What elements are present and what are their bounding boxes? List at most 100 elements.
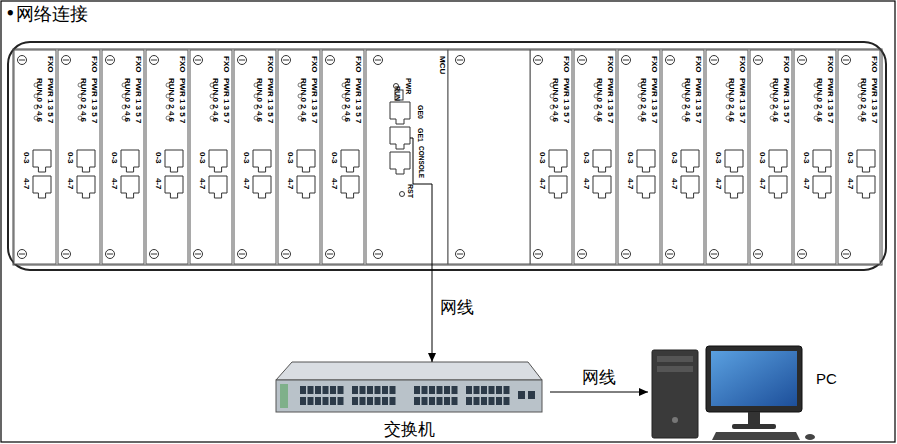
screw-slot — [107, 254, 113, 255]
rj45-port — [725, 176, 743, 198]
switch-port — [360, 397, 366, 405]
screw — [622, 56, 631, 65]
fxo-card — [146, 50, 188, 264]
card-label: 4-7 — [582, 178, 590, 190]
screw-slot — [151, 60, 157, 61]
screw-slot — [63, 254, 69, 255]
card-label: FXO — [826, 56, 834, 72]
cards — [14, 50, 880, 264]
screw-slot — [19, 254, 25, 255]
card-label: 0-3 — [626, 152, 634, 164]
switch-port — [429, 386, 435, 394]
screw-slot — [711, 60, 717, 61]
card-label: PWR 1 3 5 7 — [694, 78, 702, 123]
switch-port — [414, 386, 420, 394]
rj45-port — [341, 176, 359, 198]
switch-port — [444, 386, 450, 394]
switch-port — [422, 386, 428, 394]
card-label: FXO — [222, 56, 230, 72]
screw — [18, 250, 27, 259]
screw-slot — [623, 60, 629, 61]
fxo-card — [234, 50, 276, 264]
card-label: RUN 0 2 4 6 — [167, 78, 175, 122]
card-label: 4-7 — [154, 178, 162, 190]
card-label: RUN 0 2 4 6 — [859, 78, 867, 122]
switch-port — [496, 386, 502, 394]
screw — [374, 56, 383, 65]
screw-slot — [843, 60, 849, 61]
switch-port — [437, 397, 443, 405]
switch-port — [323, 397, 329, 405]
fxo-card — [322, 50, 364, 264]
switch-port — [330, 397, 336, 405]
card-label: 4-7 — [330, 178, 338, 190]
edge-label: 网线 — [580, 369, 618, 386]
screw-slot — [195, 254, 201, 255]
fxo-card — [838, 50, 880, 264]
uplink-port — [518, 391, 525, 399]
rj45-port — [253, 150, 271, 172]
card-label: 4-7 — [286, 178, 294, 190]
screw — [710, 250, 719, 259]
switch-port — [504, 386, 510, 394]
switch-port — [323, 386, 329, 394]
screw — [374, 250, 383, 259]
screw — [578, 250, 587, 259]
card-label: FXO — [782, 56, 790, 72]
card-label: RUN 0 2 4 6 — [255, 78, 263, 122]
rj45-port — [209, 150, 227, 172]
switch-port — [330, 386, 336, 394]
card-label: PWR 1 3 5 7 — [310, 78, 318, 123]
rj45-port — [297, 150, 315, 172]
rj45-port — [390, 102, 410, 124]
card-label: 0-3 — [802, 152, 810, 164]
card-label: PWR 1 3 5 7 — [90, 78, 98, 123]
screw — [282, 250, 291, 259]
card-label: 4-7 — [242, 178, 250, 190]
switch-port — [382, 397, 388, 405]
mcu-label: CONSOLE — [418, 146, 425, 178]
cable-leader — [410, 138, 432, 264]
card-label: RUN 0 2 4 6 — [79, 78, 87, 122]
mcu-label: PWR — [405, 78, 412, 94]
switch-port — [504, 397, 510, 405]
switch-port — [429, 397, 435, 405]
card-label: 0-3 — [110, 152, 118, 164]
mcu-label: GE0 — [417, 105, 424, 119]
fxo-card — [14, 50, 56, 264]
screw — [150, 56, 159, 65]
card-label: RUN 0 2 4 6 — [683, 78, 691, 122]
rj45-port — [390, 152, 410, 174]
rj45-port — [390, 127, 410, 149]
reset-hole — [400, 192, 405, 197]
rj45-port — [857, 176, 875, 198]
card-label: FXO — [310, 56, 318, 72]
card-label: PWR 1 3 5 7 — [826, 78, 834, 123]
switch-port — [375, 397, 381, 405]
screw-slot — [623, 254, 629, 255]
switch-port — [390, 397, 396, 405]
card-label: PWR 1 3 5 7 — [354, 78, 362, 123]
rj45-port — [121, 150, 139, 172]
switch-port — [422, 397, 428, 405]
fxo-card — [618, 50, 660, 264]
fxo-card — [706, 50, 748, 264]
rj45-port — [769, 150, 787, 172]
switch-port — [338, 397, 344, 405]
card-label: 4-7 — [66, 178, 74, 190]
pc-picture — [652, 346, 815, 440]
screw-slot — [107, 60, 113, 61]
switch-port — [352, 386, 358, 394]
card-label: RUN 0 2 4 6 — [727, 78, 735, 122]
card-label: 0-3 — [198, 152, 206, 164]
mcu-label: RUN — [394, 86, 401, 101]
card-label: FXO — [650, 56, 658, 72]
screw — [842, 56, 851, 65]
card-label: PWR 1 3 5 7 — [738, 78, 746, 123]
screw-slot — [579, 60, 585, 61]
rj45-port — [681, 150, 699, 172]
card-label: RUN 0 2 4 6 — [639, 78, 647, 122]
screw-slot — [327, 254, 333, 255]
screw-slot — [375, 254, 381, 255]
